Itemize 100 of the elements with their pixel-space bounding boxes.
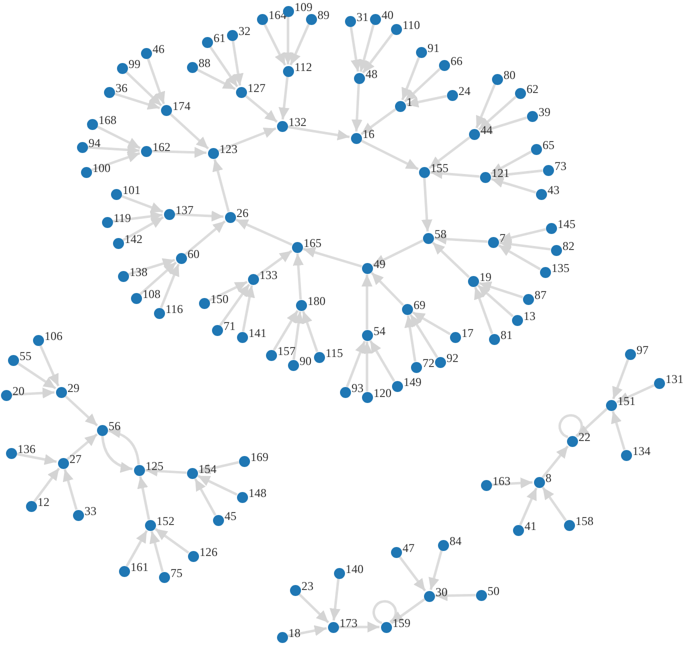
node-label: 87 (534, 288, 546, 302)
node-label: 149 (404, 374, 422, 388)
node-label: 180 (308, 294, 326, 308)
arrow (298, 592, 330, 624)
arrow (289, 24, 310, 66)
arrow (154, 528, 190, 554)
node-label: 100 (92, 160, 110, 174)
arrow (174, 210, 224, 222)
arrow (62, 468, 78, 510)
node-label: 92 (446, 350, 458, 364)
node-label: 155 (430, 160, 448, 174)
node-label: 116 (166, 302, 184, 316)
node-label: 50 (488, 584, 500, 598)
node-label: 23 (302, 578, 314, 592)
node-label: 148 (248, 486, 266, 500)
node-label: 90 (300, 354, 312, 368)
arrow (125, 70, 162, 106)
arrow (122, 216, 164, 242)
arrow (362, 342, 372, 392)
node-label: 151 (618, 394, 636, 408)
arrow (66, 433, 98, 460)
arrow (434, 234, 488, 245)
node-label: 49 (374, 256, 386, 270)
arrow (146, 58, 166, 104)
arrow (338, 622, 380, 632)
arrow (120, 194, 164, 213)
arrow (126, 530, 148, 567)
arrow (435, 590, 476, 602)
arrow (64, 394, 98, 426)
arrow (490, 177, 536, 194)
node-label: 19 (480, 270, 492, 284)
arrow (372, 239, 424, 266)
node-label: 99 (128, 56, 140, 70)
node-label: 150 (210, 292, 228, 306)
node-label: 62 (526, 82, 538, 96)
node-label: 32 (238, 24, 250, 38)
node-label: 161 (130, 560, 148, 574)
arrow (491, 478, 533, 489)
arrow (218, 127, 276, 152)
arrow (302, 247, 362, 268)
node-label: 54 (374, 324, 386, 338)
arrow (409, 314, 438, 358)
node-label: 162 (152, 140, 170, 154)
node-label: 61 (214, 30, 226, 44)
arrow (542, 486, 567, 522)
node-label: 47 (402, 540, 414, 554)
arrow (112, 210, 163, 223)
node-label: 137 (176, 202, 194, 216)
node-label: 55 (20, 348, 32, 362)
node-label: 13 (524, 308, 536, 322)
node-label: 94 (88, 136, 100, 150)
arrow (412, 311, 451, 336)
node-label: 110 (402, 18, 420, 32)
arrow (350, 26, 362, 72)
node-label: 84 (450, 534, 462, 548)
node-label: 154 (198, 462, 216, 476)
arrow (87, 144, 140, 156)
arrow (428, 136, 470, 170)
arrow (16, 362, 56, 390)
arrow (362, 32, 394, 74)
node-label: 174 (172, 98, 190, 112)
node-label: 24 (458, 84, 470, 98)
arrow (209, 46, 238, 88)
arrow (96, 125, 141, 150)
node-label: 112 (294, 60, 312, 74)
arrow (137, 476, 150, 520)
arrow (235, 218, 292, 246)
arrow (278, 76, 290, 120)
arrow (11, 388, 55, 398)
node-label: 20 (12, 384, 24, 398)
node-label: 26 (236, 206, 248, 220)
arrow (541, 445, 569, 478)
arrow (39, 344, 60, 387)
node-label: 142 (124, 232, 142, 246)
node-label: 101 (122, 182, 140, 196)
arrow (242, 285, 255, 332)
arrow (151, 146, 207, 158)
node-label: 123 (220, 142, 238, 156)
arrow (346, 340, 366, 388)
node-label: 121 (492, 166, 510, 180)
node-label: 93 (352, 380, 364, 394)
node-label: 97 (636, 342, 648, 356)
node-label: 40 (382, 8, 394, 22)
arrow (475, 84, 496, 128)
node-label: 81 (500, 328, 512, 342)
node-label: 165 (304, 236, 322, 250)
arrow (108, 428, 140, 465)
arrow (351, 83, 362, 132)
arrow (360, 139, 419, 170)
node-label: 44 (480, 122, 492, 136)
node-label: 169 (250, 450, 268, 464)
arrow (369, 340, 396, 382)
arrow (150, 530, 164, 572)
arrow (477, 284, 514, 318)
arrow (292, 311, 304, 360)
node-label: 173 (340, 616, 358, 630)
node-label: 8 (546, 470, 552, 484)
arrow (145, 466, 187, 477)
arrow (498, 244, 541, 270)
arrow (401, 56, 420, 100)
